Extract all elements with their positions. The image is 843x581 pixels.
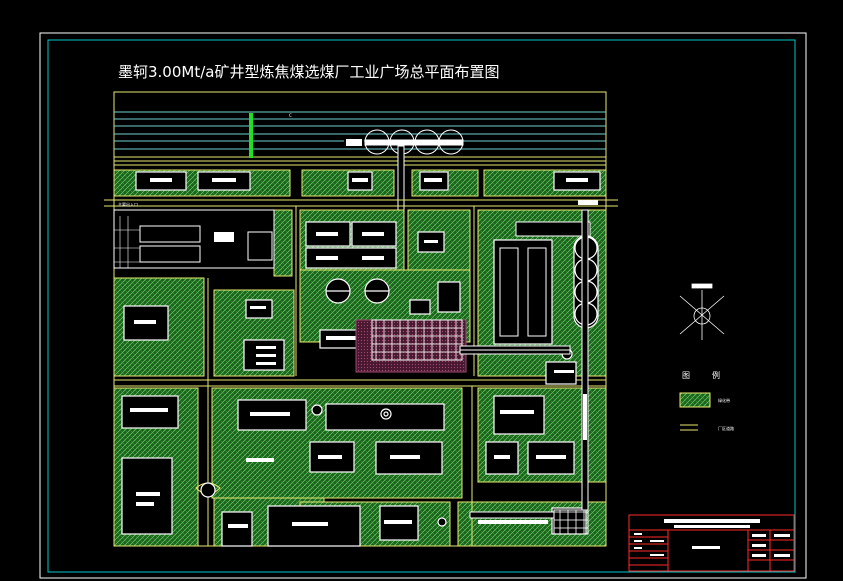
outer-frame xyxy=(39,32,807,579)
inner-frame xyxy=(47,39,796,573)
title-block xyxy=(628,514,795,572)
north-arrow-icon xyxy=(679,283,725,340)
railway-lines-yellow xyxy=(114,156,606,166)
coal-storage-grid xyxy=(371,319,463,361)
gate-building-2 xyxy=(139,245,201,263)
loading-silos xyxy=(364,129,464,155)
product-bunker xyxy=(493,239,553,345)
legend-heading-1: 图 xyxy=(682,371,690,380)
east-conveyor-white xyxy=(583,394,587,440)
legend-heading-2: 例 xyxy=(712,370,720,380)
bunker-conveyor-top xyxy=(515,221,591,237)
building-labels xyxy=(130,178,598,528)
legend-green-swatch xyxy=(679,392,711,408)
rail-signal xyxy=(249,113,253,158)
site-roads xyxy=(104,199,618,546)
legend-road-label: 厂区道路 xyxy=(718,425,734,431)
product-bunker-inner-2 xyxy=(527,247,547,337)
rail-marker-c: C xyxy=(289,113,292,118)
title-block-text-bars xyxy=(634,519,790,557)
south-gate-grid xyxy=(553,509,589,535)
rail-building xyxy=(344,137,364,148)
product-bunker-inner-1 xyxy=(499,247,519,337)
gate-building-4 xyxy=(247,231,273,261)
main-gate-label: 主要出入口 xyxy=(118,201,138,207)
gate-building-3 xyxy=(214,232,234,242)
east-conveyor-vertical xyxy=(581,209,589,511)
legend-green-label: 绿化带 xyxy=(718,397,730,403)
drawing-title: 墨轲3.00Mt/a矿井型炼焦煤选煤厂工业广场总平面布置图 xyxy=(118,63,499,81)
gate-building-1 xyxy=(139,225,201,243)
south-conveyor xyxy=(469,511,555,519)
